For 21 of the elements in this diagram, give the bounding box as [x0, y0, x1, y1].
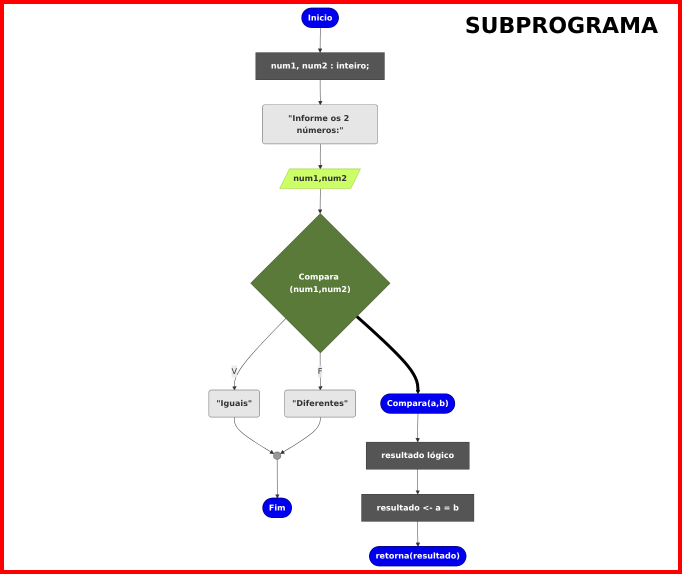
node-diamond: Compara (num1,num2)	[250, 213, 390, 354]
arrow	[318, 79, 322, 106]
arrow	[234, 417, 274, 454]
edge-label: V	[231, 366, 237, 376]
arrow	[355, 315, 420, 394]
arrow	[415, 521, 420, 547]
arrow	[318, 28, 322, 53]
edge-label: F	[317, 366, 322, 376]
node-circle	[272, 452, 281, 460]
subprogram-heading: SUBPROGRAMA	[464, 14, 658, 39]
node-box: num1, num2 : inteiro;	[255, 52, 384, 80]
arrow	[280, 417, 320, 454]
arrow	[274, 459, 280, 498]
arrow	[318, 144, 322, 170]
arrow	[415, 413, 420, 442]
arrow	[318, 352, 322, 390]
node-box: resultado lógico	[366, 442, 470, 470]
arrow	[415, 468, 420, 494]
arrow	[318, 188, 322, 214]
arrow	[232, 318, 286, 390]
node-box: resultado <- a = b	[360, 494, 474, 522]
